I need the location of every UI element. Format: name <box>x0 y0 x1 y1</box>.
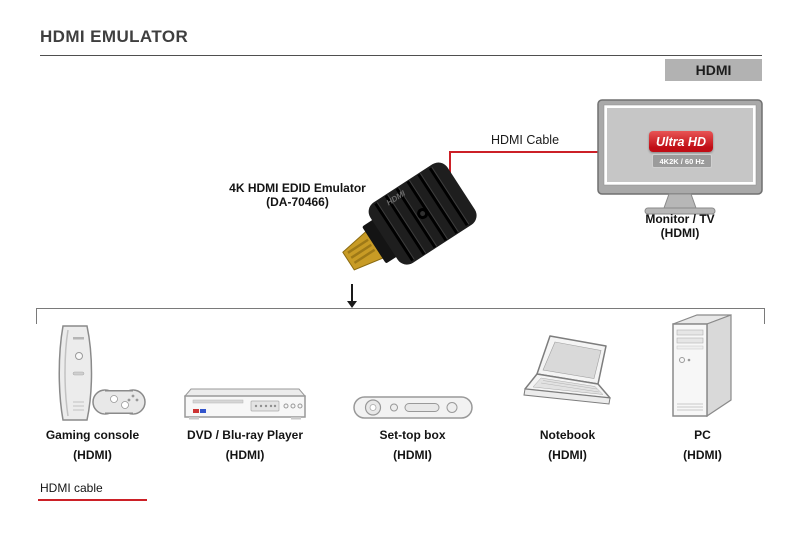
device-label-line1: Gaming console <box>45 428 140 442</box>
set-top-box-icon-wrap <box>352 316 474 422</box>
legend-hdmi-cable-line <box>38 499 147 501</box>
hdmi-cable-line-vertical <box>449 151 451 178</box>
dvd-player-icon-wrap <box>179 316 311 422</box>
monitor-icon <box>597 99 763 215</box>
hdmi-cable-line-horizontal <box>449 151 598 153</box>
device-label-line1: PC <box>694 428 711 442</box>
hdmi-corner-badge: HDMI <box>665 59 762 81</box>
down-arrow-line <box>351 284 353 302</box>
device-dvd-player: DVD / Blu-ray Player (HDMI) <box>175 316 315 466</box>
gaming-console-icon-wrap <box>37 316 149 422</box>
ultra-hd-badge: Ultra HD <box>649 131 713 152</box>
device-set-top-box: Set-top box (HDMI) <box>350 316 475 466</box>
down-arrow-head <box>347 301 357 308</box>
emulator-label-line2: (DA-70466) <box>266 195 329 209</box>
pc-tower-icon <box>671 314 732 418</box>
gaming-console-icon <box>58 325 146 421</box>
emulator-label: 4K HDMI EDID Emulator (DA-70466) <box>225 181 370 209</box>
device-label-line2: (HDMI) <box>393 448 432 462</box>
set-top-box-icon <box>352 396 473 419</box>
device-gaming-console: Gaming console (HDMI) <box>35 316 150 466</box>
title-rule <box>40 55 762 56</box>
device-notebook: Notebook (HDMI) <box>510 316 625 466</box>
device-bus-bracket <box>36 308 765 324</box>
notebook-icon <box>522 335 611 405</box>
device-label-line1: DVD / Blu-ray Player <box>186 428 304 442</box>
device-label-line2: (HDMI) <box>548 448 587 462</box>
dvd-player-icon <box>183 388 307 420</box>
emulator-label-line1: 4K HDMI EDID Emulator <box>229 181 366 195</box>
pc-icon-wrap <box>655 314 751 422</box>
device-pc: PC (HDMI) <box>650 314 755 466</box>
monitor-label-line2: (HDMI) <box>660 226 700 240</box>
device-label-line2: (HDMI) <box>225 448 265 462</box>
monitor-label: Monitor / TV (HDMI) <box>597 212 763 240</box>
monitor-label-line1: Monitor / TV <box>645 212 715 226</box>
device-label-line2: (HDMI) <box>73 448 112 462</box>
gamepad-icon <box>91 389 146 415</box>
hdmi-cable-label: HDMI Cable <box>490 133 560 147</box>
device-label-line1: Notebook <box>539 428 596 442</box>
notebook-icon-wrap <box>512 316 624 422</box>
hdmi-edid-emulator-icon: HDMI <box>342 162 477 271</box>
device-label-line1: Set-top box <box>379 428 446 442</box>
4k2k-60hz-badge: 4K2K / 60 Hz <box>652 154 712 168</box>
legend-hdmi-cable-label: HDMI cable <box>40 481 103 495</box>
device-label-line2: (HDMI) <box>683 448 722 462</box>
page-title: HDMI EMULATOR <box>40 27 189 46</box>
